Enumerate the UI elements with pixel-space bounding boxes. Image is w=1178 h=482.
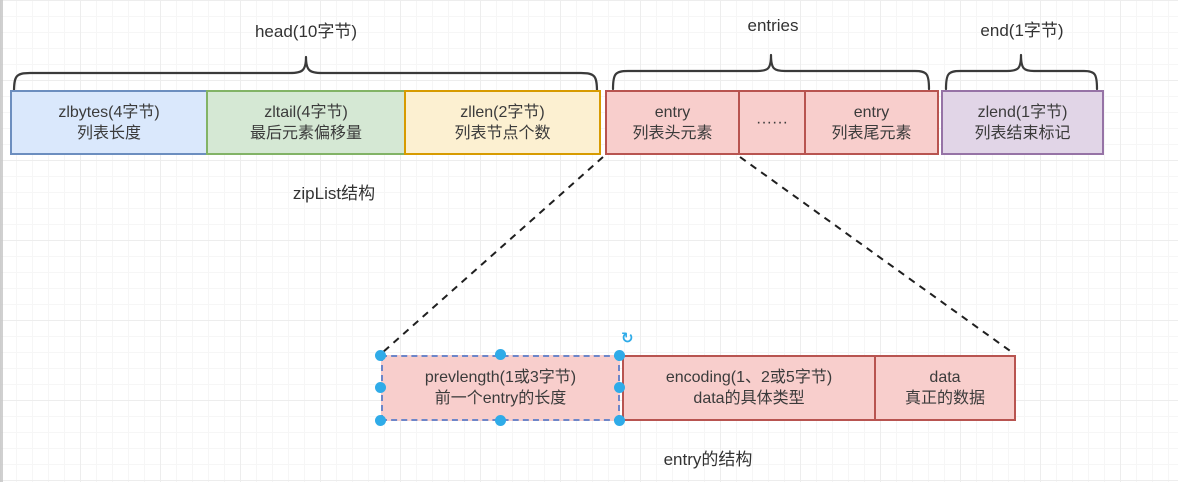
box-zlend-line2: 列表结束标记 (974, 124, 1071, 142)
end-brace (944, 53, 1099, 91)
box-entry-ellipsis-line1: ······ (756, 114, 788, 131)
rotate-icon[interactable]: ↻ (621, 330, 634, 347)
box-entry-head-line2: 列表头元素 (632, 124, 713, 142)
ziplist-caption: zipList结构 (292, 184, 376, 203)
selection-handle-e[interactable] (614, 382, 625, 393)
box-zlbytes-line1: zlbytes(4字节) (58, 103, 160, 121)
entry-connector-left (381, 156, 604, 354)
box-entry-head-line1: entry (654, 103, 691, 121)
box-data-line1: data (929, 369, 961, 386)
box-entry-tail[interactable]: entry 列表尾元素 (804, 90, 939, 155)
box-data-line2: 真正的数据 (904, 390, 985, 407)
entries-brace (611, 53, 931, 91)
box-zllen-line1: zllen(2字节) (460, 103, 545, 121)
box-entry-head[interactable]: entry 列表头元素 (605, 90, 740, 155)
selection-handle-se[interactable] (614, 415, 625, 426)
selection-handle-sw[interactable] (375, 415, 386, 426)
canvas-edge-strip (0, 0, 3, 482)
box-encoding-line2: data的具体类型 (693, 390, 805, 407)
box-prevlength[interactable]: prevlength(1或3字节) 前一个entry的长度 (381, 355, 620, 421)
box-zllen-line2: 列表节点个数 (454, 124, 551, 142)
box-encoding-line1: encoding(1、2或5字节) (665, 369, 833, 386)
box-zlbytes-line2: 列表长度 (76, 124, 141, 142)
head-brace (12, 55, 599, 94)
box-encoding[interactable]: encoding(1、2或5字节) data的具体类型 (622, 355, 876, 421)
entry-caption: entry的结构 (663, 450, 753, 469)
box-zllen[interactable]: zllen(2字节) 列表节点个数 (404, 90, 601, 155)
box-zlbytes[interactable]: zlbytes(4字节) 列表长度 (10, 90, 208, 155)
selection-handle-w[interactable] (375, 382, 386, 393)
box-entry-tail-line1: entry (853, 103, 890, 121)
box-prevlength-line1: prevlength(1或3字节) (424, 369, 577, 386)
box-zlend[interactable]: zlend(1字节) 列表结束标记 (941, 90, 1104, 155)
selection-handle-nw[interactable] (375, 350, 386, 361)
entries-brace-label: entries (747, 16, 799, 35)
box-zltail-line2: 最后元素偏移量 (249, 124, 362, 142)
box-data[interactable]: data 真正的数据 (874, 355, 1016, 421)
entry-connector-right (739, 156, 1014, 354)
box-zltail-line1: zltail(4字节) (264, 103, 348, 121)
box-prevlength-line2: 前一个entry的长度 (434, 390, 567, 407)
end-brace-label: end(1字节) (980, 21, 1064, 40)
selection-handle-s[interactable] (495, 415, 506, 426)
box-zltail[interactable]: zltail(4字节) 最后元素偏移量 (206, 90, 406, 155)
selection-handle-n[interactable] (495, 349, 506, 360)
box-entry-ellipsis[interactable]: ······ (738, 90, 806, 155)
selection-handle-ne[interactable] (614, 350, 625, 361)
head-brace-label: head(10字节) (254, 22, 358, 41)
box-zlend-line1: zlend(1字节) (977, 103, 1068, 121)
box-entry-tail-line2: 列表尾元素 (831, 124, 912, 142)
